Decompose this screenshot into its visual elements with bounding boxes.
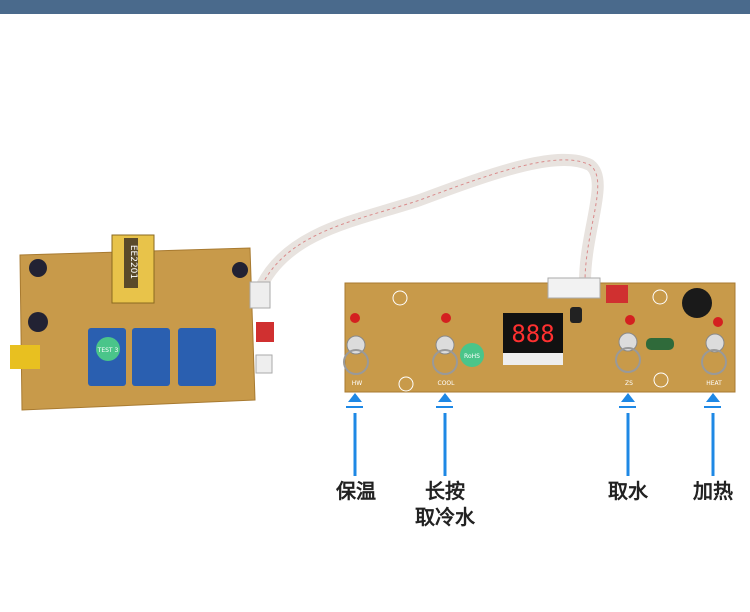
- relay: [178, 328, 216, 386]
- transformer-label: EE2201: [128, 245, 138, 279]
- label-cold-water: 取冷水: [415, 505, 475, 529]
- led-display: [503, 313, 563, 353]
- display-digits: 888: [511, 320, 554, 348]
- relay: [132, 328, 170, 386]
- rohs-sticker: RoHS: [464, 353, 480, 360]
- arrow-icon: [436, 393, 453, 476]
- control-board: [344, 277, 736, 393]
- arrow-icon: [346, 393, 363, 476]
- arrow-icon: [704, 393, 721, 476]
- test-sticker: TEST 3: [97, 347, 119, 354]
- svg-text:ZS: ZS: [625, 380, 633, 387]
- button-cool: COOL: [432, 313, 458, 387]
- label-long-press: 长按: [425, 479, 465, 503]
- button-zs: ZS: [615, 315, 641, 387]
- ribbon-cable: [256, 153, 604, 288]
- power-board: EE2201 TEST 3: [10, 234, 274, 411]
- button-hw: HW: [343, 313, 369, 387]
- svg-text:COOL: COOL: [438, 380, 456, 387]
- label-keep-warm: 保温: [336, 479, 376, 503]
- label-dispense-water: 取水: [608, 479, 648, 503]
- button-heat: HEAT: [701, 317, 727, 387]
- header-bar: [0, 0, 750, 14]
- label-heat: 加热: [693, 479, 733, 503]
- svg-text:HEAT: HEAT: [706, 380, 722, 387]
- svg-text:HW: HW: [352, 380, 363, 387]
- arrow-icon: [619, 393, 636, 476]
